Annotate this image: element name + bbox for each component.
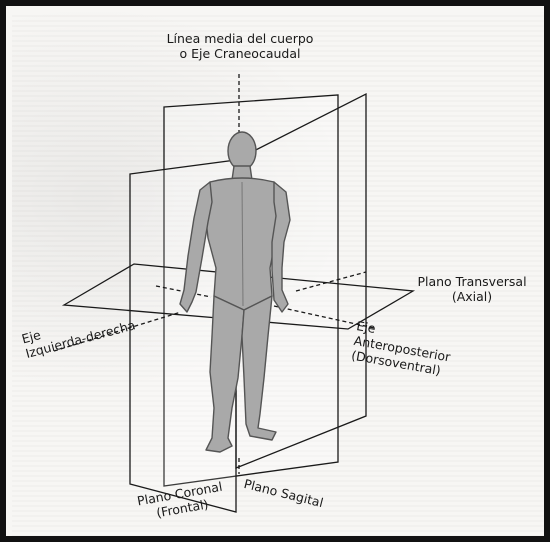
transversal-label-line1: Plano Transversal bbox=[408, 274, 536, 289]
midline-label-line1: Línea media del cuerpo bbox=[160, 31, 320, 46]
midline-label: Línea media del cuerpo o Eje Craneocauda… bbox=[160, 31, 320, 61]
midline-label-line2: o Eje Craneocaudal bbox=[160, 46, 320, 61]
transversal-label: Plano Transversal (Axial) bbox=[408, 274, 536, 304]
transversal-label-line2: (Axial) bbox=[408, 289, 536, 304]
figure-head bbox=[228, 132, 256, 170]
